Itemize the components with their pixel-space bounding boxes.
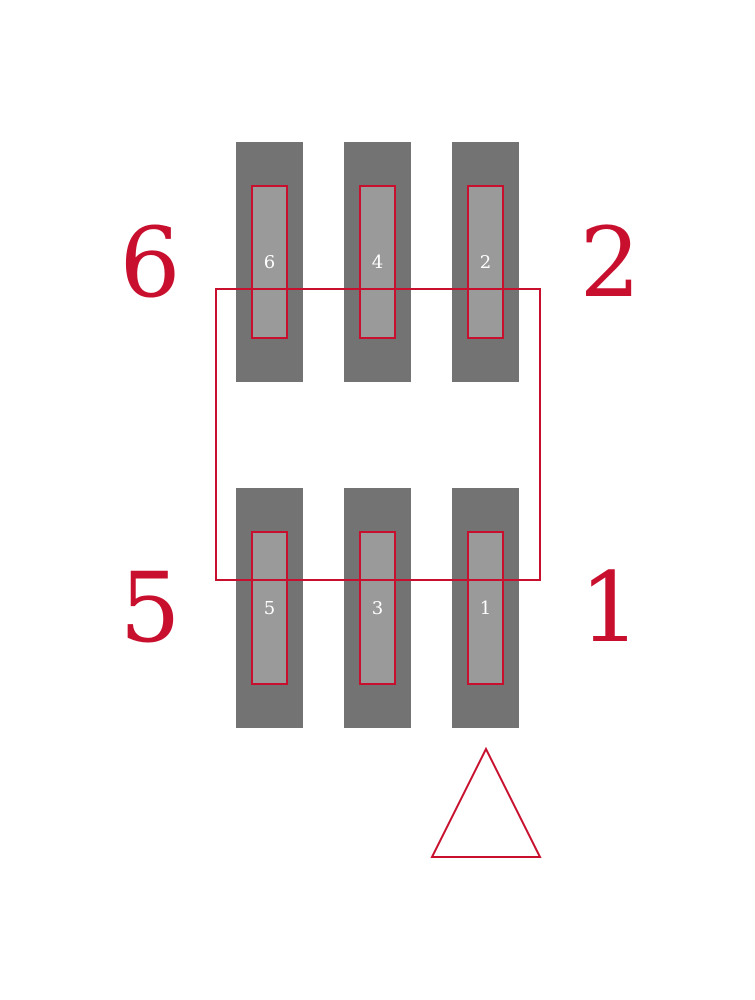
pad-4: 4 (344, 142, 411, 382)
pad-1: 1 (452, 488, 519, 728)
corner-label-top-right: 2 (579, 207, 640, 319)
corner-label-top-left: 6 (119, 207, 180, 319)
pad-number-label: 6 (264, 252, 275, 273)
pad-number-label: 4 (372, 252, 383, 273)
pad-number-label: 1 (480, 598, 491, 619)
pin1-triangle-icon (430, 746, 542, 858)
pad-paste (251, 185, 288, 339)
pad-3: 3 (344, 488, 411, 728)
pad-2: 2 (452, 142, 519, 382)
pad-number-label: 2 (480, 252, 491, 273)
pads-group: 6 4 2 5 3 1 (236, 142, 519, 728)
pad-6: 6 (236, 142, 303, 382)
pad-paste (251, 531, 288, 685)
corner-label-bottom-right: 1 (579, 552, 640, 664)
pad-5: 5 (236, 488, 303, 728)
pad-number-label: 5 (264, 598, 275, 619)
pad-paste (359, 185, 396, 339)
pad-paste (467, 531, 504, 685)
pad-paste (359, 531, 396, 685)
pad-number-label: 3 (372, 598, 383, 619)
pad-paste (467, 185, 504, 339)
corner-label-bottom-left: 5 (119, 552, 180, 664)
body-outline (215, 288, 541, 581)
